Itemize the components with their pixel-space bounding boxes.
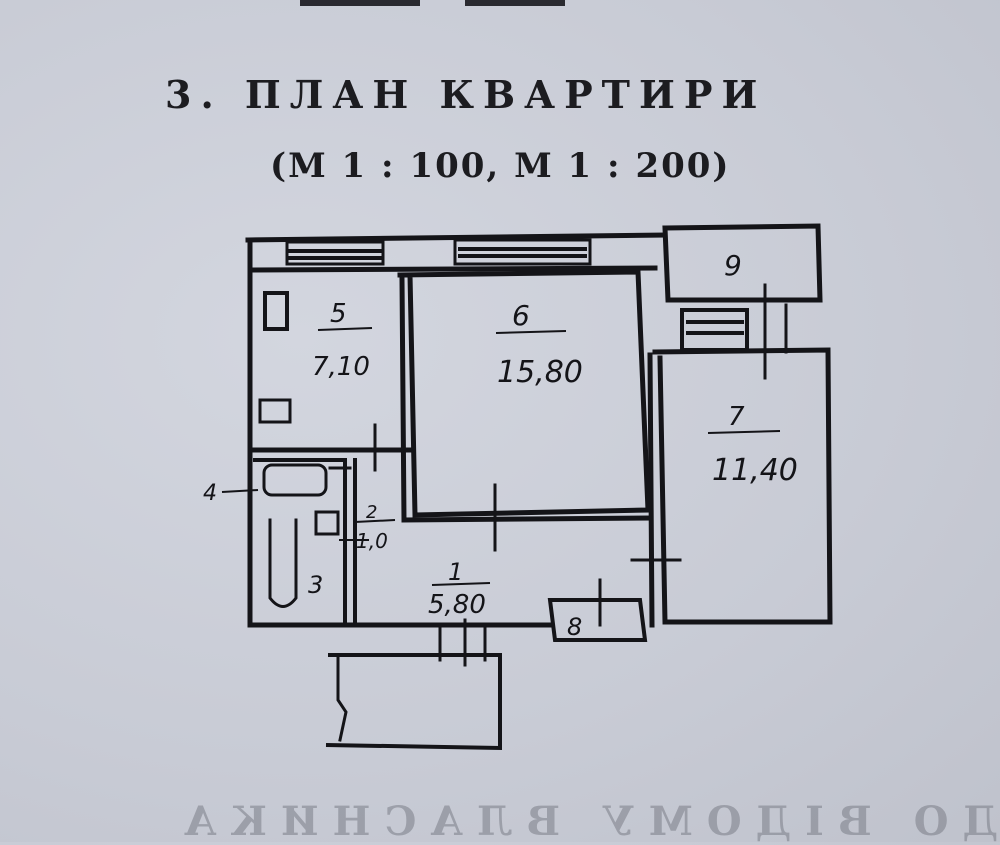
bathroom-walls bbox=[253, 458, 369, 627]
entrance-landing bbox=[325, 653, 502, 751]
room-5-walls bbox=[247, 291, 413, 472]
top-edge-line bbox=[465, 0, 565, 6]
window-top-left bbox=[285, 240, 385, 266]
room-number: 7 bbox=[728, 402, 745, 432]
room-area: 15,80 bbox=[497, 355, 583, 390]
room-number: 6 bbox=[512, 299, 530, 332]
top-edge-line bbox=[300, 0, 420, 6]
room-9-label: 9 bbox=[724, 249, 742, 282]
window-top-middle bbox=[453, 238, 592, 266]
room-2-label: 2 1,0 bbox=[354, 502, 396, 553]
room-number: 9 bbox=[724, 249, 742, 282]
room-4-label: 4 bbox=[203, 481, 217, 506]
room-7-label: 7 11,40 bbox=[707, 402, 798, 488]
hall-walls bbox=[438, 483, 648, 667]
room-8-label: 8 bbox=[567, 613, 582, 641]
room-number: 5 bbox=[330, 299, 347, 329]
room-number: 1 bbox=[448, 558, 463, 586]
room-6-label: 6 15,80 bbox=[495, 299, 583, 390]
scale-note: (М 1 : 100, М 1 : 200) bbox=[270, 146, 731, 186]
section-title: ПЛАН КВАРТИРИ bbox=[244, 72, 767, 117]
room-area: 5,80 bbox=[428, 590, 486, 620]
exterior-walls bbox=[245, 223, 823, 628]
room-5-label: 5 7,10 bbox=[312, 299, 373, 382]
room-area: 11,40 bbox=[712, 453, 798, 488]
room-4-leader bbox=[221, 489, 259, 493]
section-number: 3. bbox=[165, 72, 223, 117]
room-1-label: 1 5,80 bbox=[428, 558, 491, 620]
room-6-walls bbox=[397, 269, 653, 523]
room-3-label: 3 bbox=[308, 571, 323, 599]
room-number: 2 bbox=[366, 502, 377, 523]
page-title: 3. ПЛАН КВАРТИРИ bbox=[165, 72, 766, 117]
bleed-through-text: ДО ВІДОМУ ВЛАСНИКА bbox=[170, 798, 999, 845]
room-7-walls bbox=[630, 283, 833, 628]
room-area: 7,10 bbox=[312, 352, 370, 382]
room-area: 1,0 bbox=[356, 529, 388, 553]
